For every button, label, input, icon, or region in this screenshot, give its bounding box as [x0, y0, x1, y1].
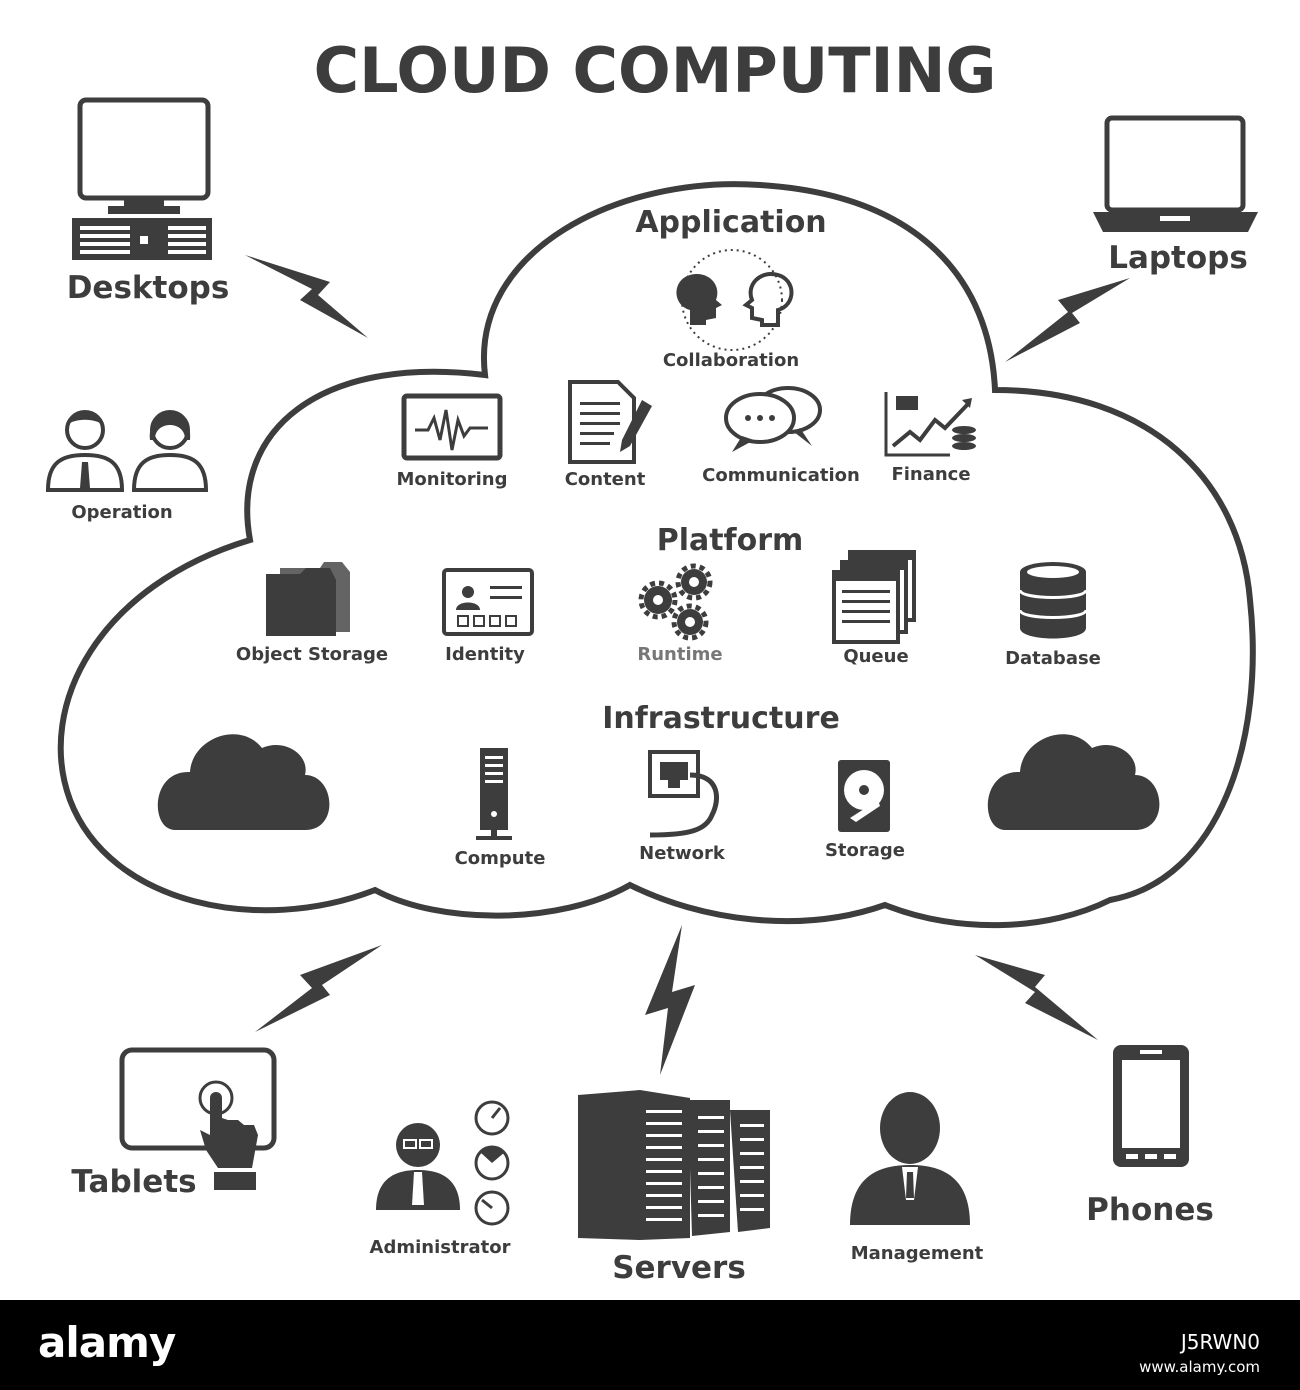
folder-icon: [266, 562, 350, 636]
administrator-label: Administrator: [370, 1237, 511, 1258]
queue-stacked-windows-icon: [832, 550, 916, 644]
operation-people-icon: [45, 410, 209, 492]
alamy-logo: alamy: [38, 1318, 176, 1367]
communication-speech-bubbles-icon: [724, 386, 822, 452]
operation-label: Operation: [71, 502, 172, 523]
lightning-bolt-icon: [1005, 278, 1130, 362]
image-id: J5RWN0: [1180, 1330, 1260, 1354]
content-document-icon: [568, 380, 652, 464]
runtime-gears-icon: [638, 563, 713, 641]
smartphone-icon: [1113, 1045, 1189, 1167]
cloud-icon: [157, 734, 330, 830]
desktop-computer-icon: [72, 97, 212, 260]
database-cylinder-icon: [1018, 562, 1088, 639]
diagram-title: CLOUD COMPUTING: [314, 34, 997, 107]
monitoring-label: Monitoring: [397, 469, 508, 490]
tablet-touch-icon: [119, 1047, 277, 1190]
content-label: Content: [565, 469, 646, 490]
lightning-bolt-icon: [245, 255, 368, 338]
collaboration-heads-icon: [676, 249, 794, 351]
collaboration-label: Collaboration: [663, 350, 799, 371]
gauge-meter-icon: [474, 1100, 510, 1226]
management-label: Management: [851, 1243, 984, 1264]
laptop-icon: [1093, 115, 1258, 232]
compute-server-tower-icon: [476, 748, 512, 840]
lightning-bolt-icon: [255, 945, 382, 1032]
object-storage-label: Object Storage: [236, 644, 388, 665]
tablets-label: Tablets: [71, 1164, 196, 1200]
server-rack-icon: [578, 1090, 770, 1240]
laptops-label: Laptops: [1108, 240, 1248, 276]
network-label: Network: [639, 843, 726, 864]
desktops-label: Desktops: [67, 270, 230, 306]
storage-label: Storage: [825, 840, 905, 861]
network-ethernet-port-icon: [648, 750, 720, 838]
main-cloud-outline: [57, 181, 1256, 929]
lightning-bolt-icon: [975, 955, 1098, 1040]
finance-chart-icon: [884, 392, 976, 457]
monitoring-icon: [401, 393, 503, 461]
application-heading: Application: [635, 205, 826, 240]
administrator-person-icon: [376, 1123, 460, 1210]
storage-hard-drive-icon: [838, 760, 890, 832]
infrastructure-heading: Infrastructure: [602, 701, 840, 736]
runtime-label: Runtime: [637, 644, 722, 665]
database-label: Database: [1005, 648, 1101, 669]
site-url: www.alamy.com: [1139, 1358, 1260, 1376]
queue-label: Queue: [843, 646, 908, 667]
watermark-footer: alamy J5RWN0 www.alamy.com: [0, 1300, 1300, 1390]
identity-label: Identity: [445, 644, 525, 665]
management-person-icon: [850, 1092, 970, 1225]
servers-label: Servers: [612, 1250, 746, 1286]
compute-label: Compute: [455, 848, 546, 869]
finance-label: Finance: [891, 464, 970, 485]
phones-label: Phones: [1086, 1192, 1214, 1228]
identity-card-icon: [442, 568, 534, 636]
cloud-computing-diagram: CLOUD COMPUTING Desktops Lapto: [45, 34, 1258, 1286]
lightning-bolt-icon: [645, 925, 695, 1075]
cloud-icon: [987, 734, 1160, 830]
communication-label: Communication: [702, 465, 860, 486]
platform-heading: Platform: [657, 523, 804, 558]
